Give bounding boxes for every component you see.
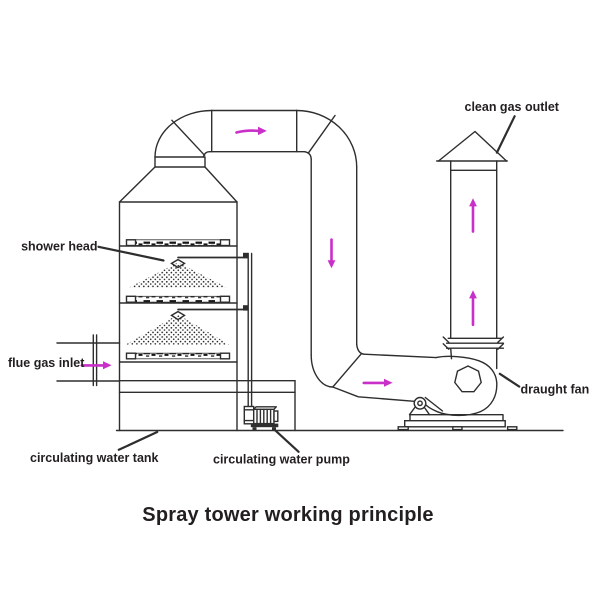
top-duct-flow-arrow-icon (235, 126, 267, 136)
packing-layer-top (125, 239, 231, 247)
draught-fan-leader-line (498, 372, 521, 388)
pipe-junction-marker-upper (243, 252, 249, 259)
ductwork (154, 109, 437, 402)
pump-flange-lines (243, 409, 255, 422)
flue-gas-inlet-flow-arrow-icon (80, 361, 112, 370)
duct-right-elbow (296, 109, 358, 168)
tower-neck (154, 156, 206, 168)
pump-motor (252, 406, 279, 425)
draught-fan-label: draught fan (521, 383, 590, 397)
flue-gas-inlet-label: flue gas inlet (8, 356, 85, 370)
fan-supports (408, 396, 444, 416)
spray-cone-upper (128, 262, 228, 288)
packing-layer-middle (125, 295, 231, 303)
spray-tower (118, 156, 249, 432)
water-pump-leader-line (272, 427, 300, 453)
packing-layer-bottom (125, 352, 231, 360)
pipe-junction-marker-lower (243, 305, 249, 311)
flow-arrows (80, 126, 477, 387)
circulating-water-tank-label: circulating water tank (30, 451, 159, 465)
stack (436, 130, 508, 370)
clean-gas-outlet-label: clean gas outlet (465, 100, 560, 114)
water-tank-leader-line (117, 430, 159, 451)
fan-pedestal (397, 414, 518, 431)
tower-body (118, 201, 238, 432)
stack-flange (442, 336, 505, 350)
inlet-pipe-walls (56, 342, 121, 382)
duct-fan-inlet-run (363, 353, 437, 359)
duct-bottom-elbow (310, 343, 415, 402)
inlet-flange (92, 334, 98, 387)
stack-upper-flow-arrow-icon (469, 198, 477, 233)
fan-scroll (422, 355, 498, 417)
stack-cone-cap (436, 130, 508, 162)
circulating-water-pump-label: circulating water pump (213, 453, 350, 467)
duct-down-run (310, 158, 358, 356)
spray-cone-lower (125, 314, 230, 345)
fan-foot-left (397, 426, 409, 431)
fan-foot-right (506, 426, 518, 431)
flue-gas-inlet-pipe (56, 334, 121, 387)
clean-gas-outlet-leader-line (495, 115, 516, 154)
stack-lower-flow-arrow-icon (469, 290, 477, 326)
shower-head-leader-line (97, 245, 165, 262)
water-pump (243, 405, 279, 431)
fan-inlet-duct-flow-arrow-icon (362, 378, 393, 387)
tower-section-lines (118, 245, 238, 363)
shower-head-label: shower head (21, 240, 97, 254)
diagram-title: Spray tower working principle (142, 504, 433, 526)
fan-eye (454, 365, 482, 393)
draught-fan (397, 355, 518, 431)
fan-bearing (413, 396, 427, 410)
fan-foot-middle (452, 426, 463, 431)
down-duct-flow-arrow-icon (327, 238, 336, 269)
circulation-pipe (247, 252, 253, 408)
stack-pipe (450, 160, 498, 370)
duct-top-run (208, 109, 306, 153)
water-tank (115, 380, 564, 432)
duct-left-elbow (154, 109, 213, 158)
tower-hood (118, 166, 238, 203)
